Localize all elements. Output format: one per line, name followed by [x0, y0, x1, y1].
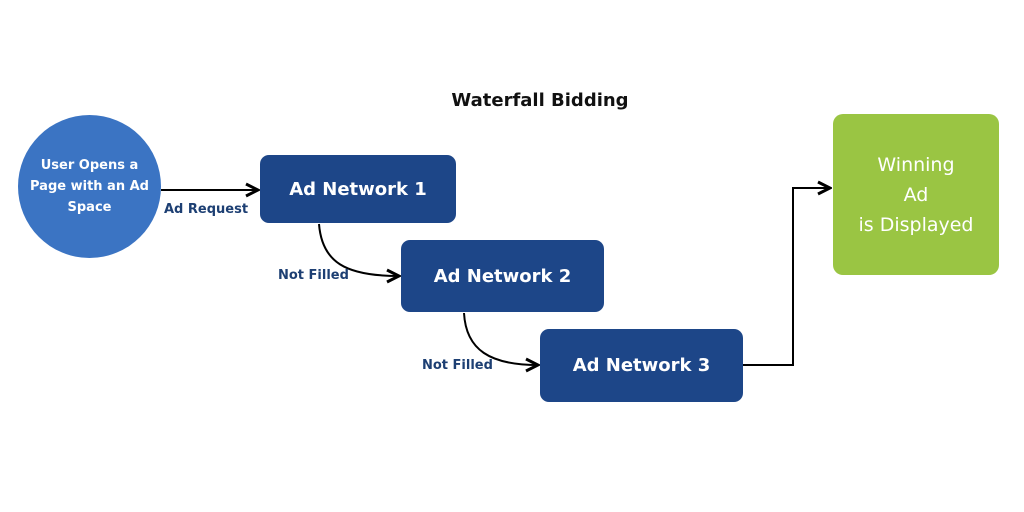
ad-network-2-label: Ad Network 2 [433, 265, 572, 287]
arrow-to-winning-ad [743, 188, 830, 366]
ad-network-3-label: Ad Network 3 [572, 355, 711, 376]
edge-label-not-filled-1: Not Filled [278, 268, 349, 283]
winning-ad-line-2: Ad [903, 183, 929, 206]
edge-label-not-filled-2: Not Filled [422, 358, 493, 373]
arrow-not-filled-1 [318, 223, 399, 276]
arrow-not-filled-2 [463, 312, 538, 365]
winning-ad-node: Winning Ad is Displayed [833, 114, 999, 275]
winning-ad-line-1: Winning [877, 153, 955, 176]
winning-ad-line-3: is Displayed [858, 213, 974, 236]
edge-label-ad-request: Ad Request [164, 202, 249, 217]
ad-network-3-node: Ad Network 3 [540, 329, 743, 402]
start-node-label: User Opens a Page with an Ad Space [30, 158, 149, 215]
start-node: User Opens a Page with an Ad Space [18, 115, 161, 258]
diagram-title: Waterfall Bidding [451, 90, 629, 111]
ad-network-1-node: Ad Network 1 [260, 155, 456, 223]
ad-network-2-node: Ad Network 2 [401, 240, 604, 312]
ad-network-1-label: Ad Network 1 [289, 178, 427, 200]
